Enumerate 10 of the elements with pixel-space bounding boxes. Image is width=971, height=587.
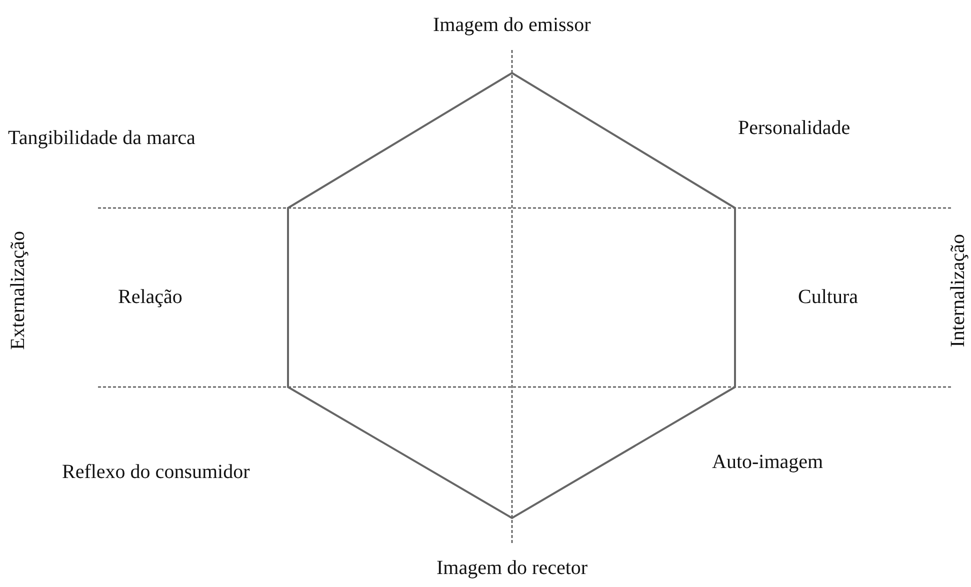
facet-label: Personalidade <box>738 117 850 139</box>
facet-label: Relação <box>118 286 182 308</box>
facet-label: Reflexo do consumidor <box>62 461 250 483</box>
facet-label: Auto-imagem <box>712 451 824 473</box>
facet-label: Cultura <box>798 286 858 308</box>
axis-label: Externalização <box>7 230 29 350</box>
facet-label: Tangibilidade da marca <box>8 127 196 149</box>
axis-label: Imagem do emissor <box>433 14 591 36</box>
axis-label: Internalização <box>947 234 969 347</box>
axis-label: Imagem do recetor <box>436 557 588 579</box>
